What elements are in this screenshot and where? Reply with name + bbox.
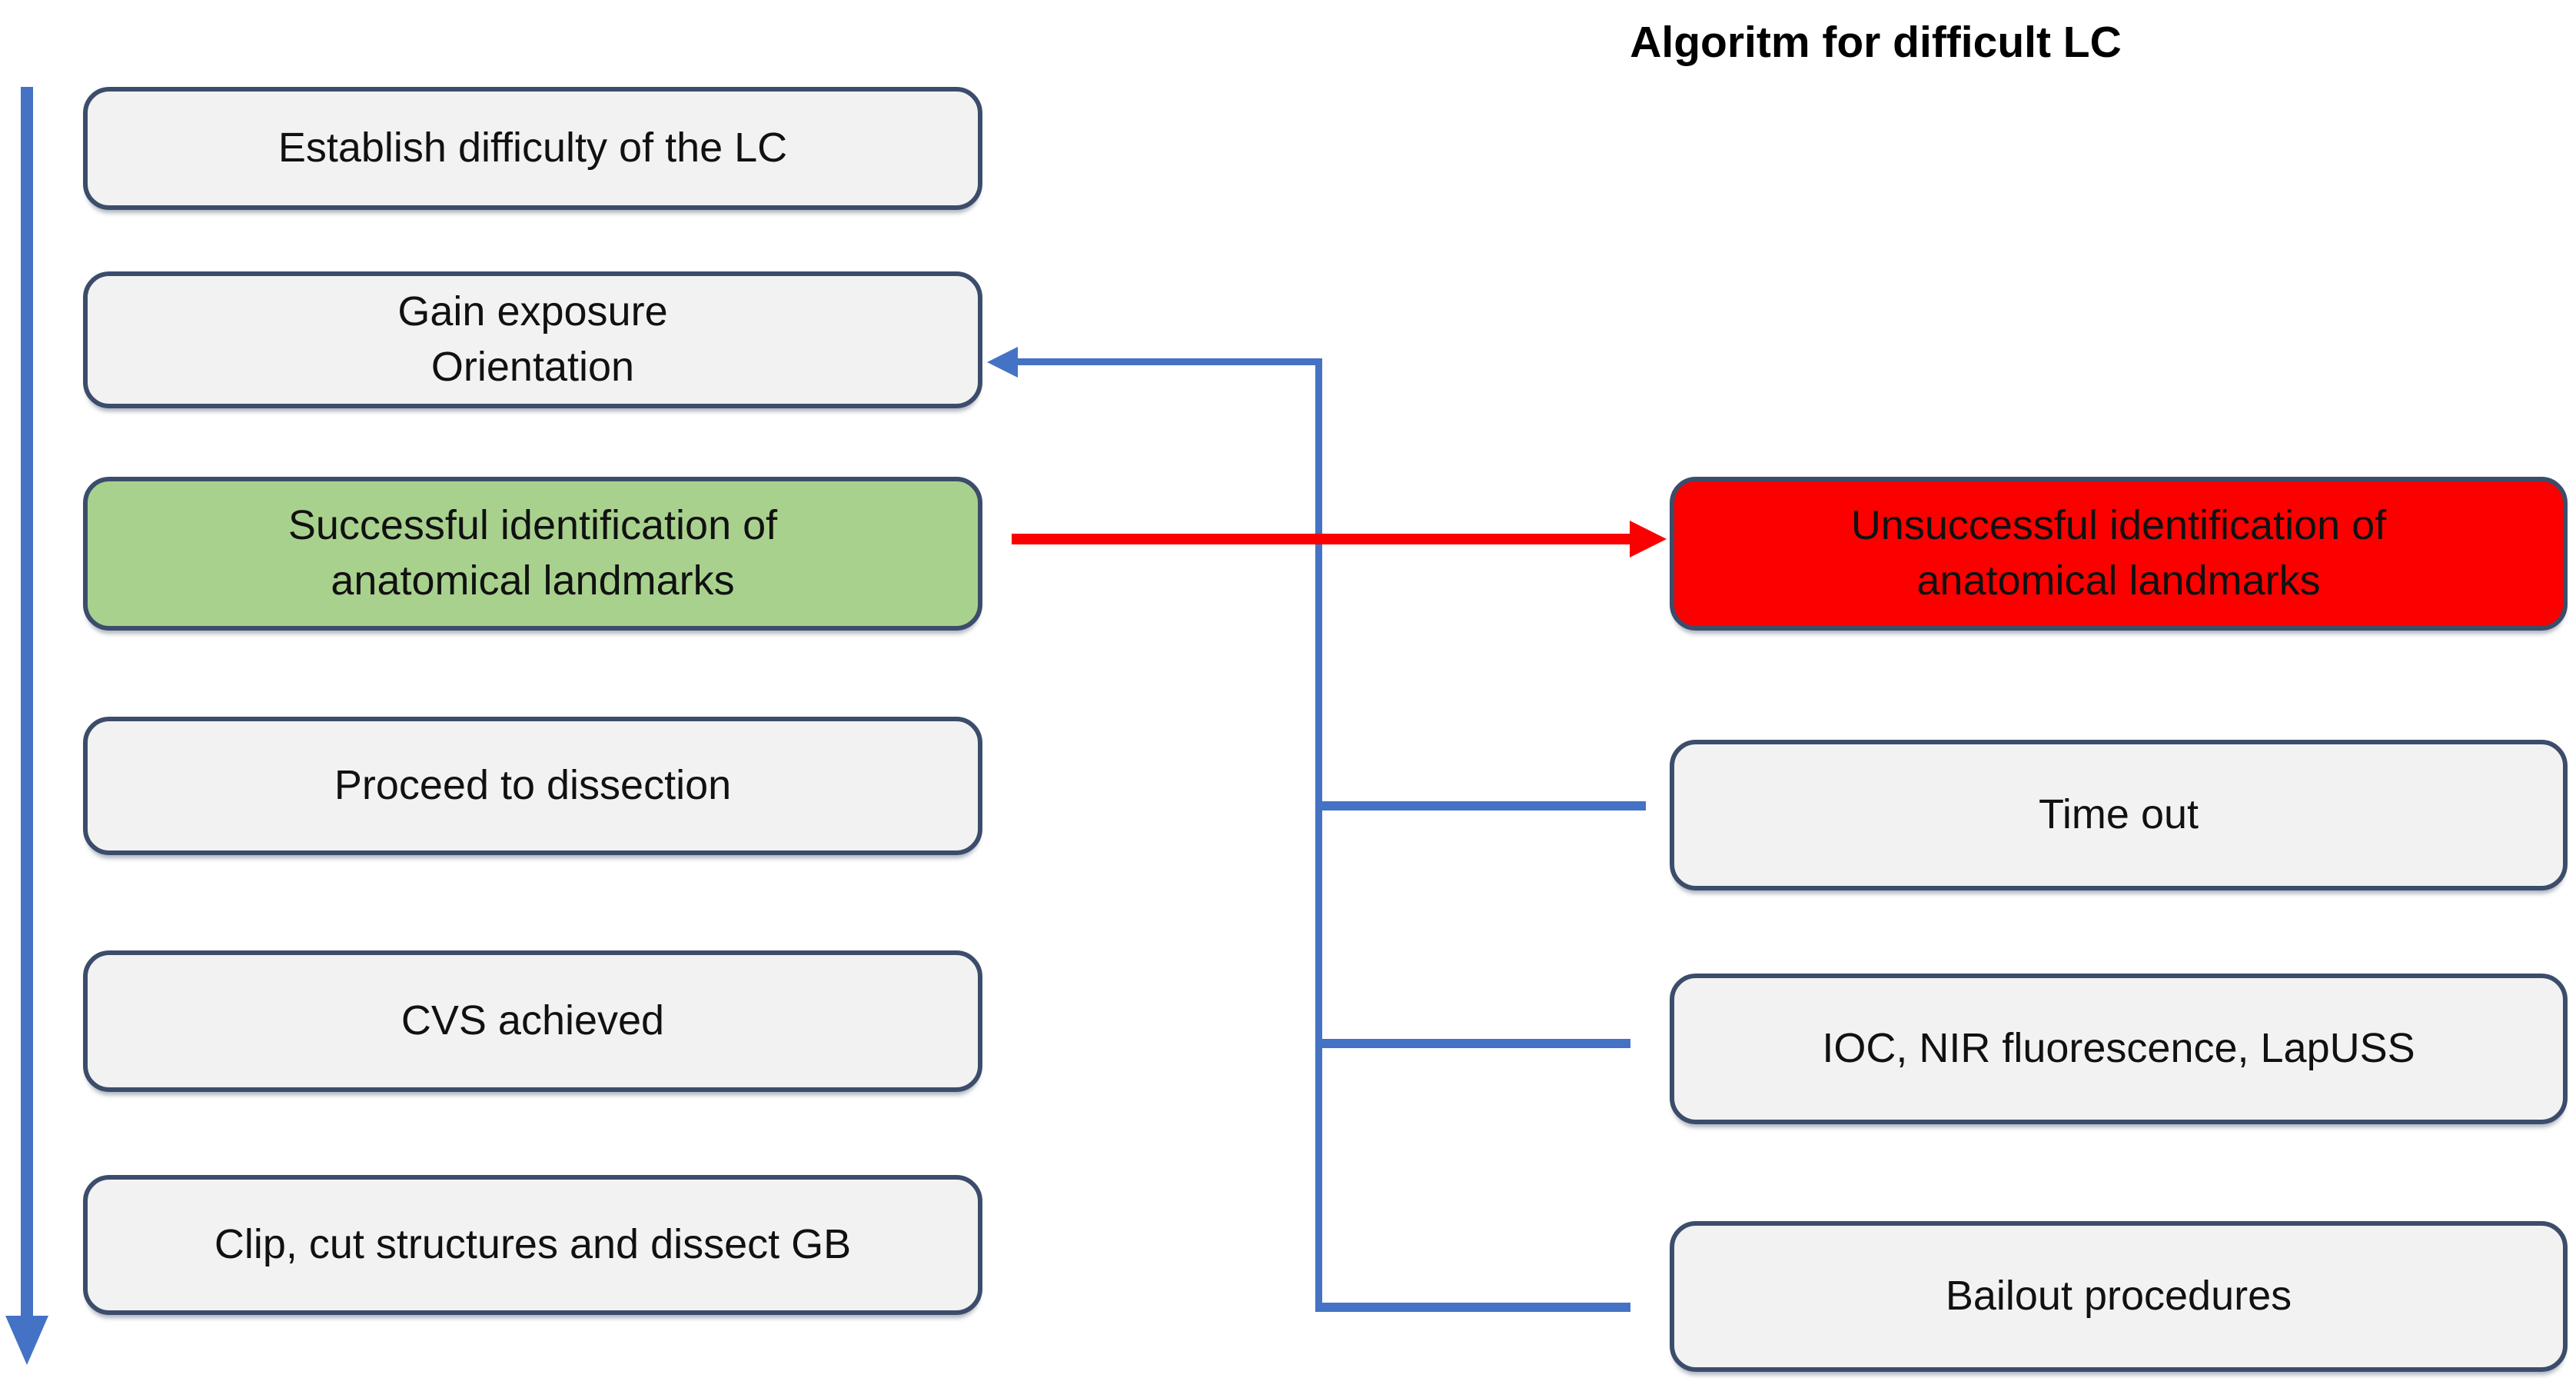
node-label: IOC, NIR fluorescence, LapUSS — [1822, 1025, 2415, 1072]
connector-to-gain-exposure-line — [1016, 358, 1318, 365]
node-bailout-procedures: Bailout procedures — [1670, 1221, 2568, 1372]
node-time-out: Time out — [1670, 740, 2568, 890]
right-arrowhead-icon — [1630, 521, 1667, 558]
node-label: Bailout procedures — [1945, 1273, 2292, 1320]
node-label: Time out — [2038, 791, 2199, 838]
node-label: Unsuccessful identification of anatomica… — [1850, 502, 2387, 604]
node-cvs-achieved: CVS achieved — [83, 950, 982, 1092]
connector-success-to-failure-line — [1012, 534, 1631, 544]
main-flow-arrow-line — [21, 87, 33, 1317]
node-label: Clip, cut structures and dissect GB — [214, 1221, 852, 1268]
connector-to-time-out-line — [1315, 801, 1646, 810]
diagram-title: Algoritm for difficult LC — [1630, 18, 2122, 67]
node-proceed-to-dissection: Proceed to dissection — [83, 717, 982, 855]
connector-to-bailout-line — [1315, 1303, 1630, 1312]
node-clip-cut-dissect: Clip, cut structures and dissect GB — [83, 1175, 982, 1315]
connector-vertical-line — [1315, 358, 1322, 1312]
down-arrowhead-icon — [5, 1316, 48, 1365]
node-label: CVS achieved — [401, 997, 665, 1044]
connector-to-ioc-line — [1315, 1039, 1630, 1048]
node-successful-identification: Successful identification of anatomical … — [83, 477, 982, 631]
node-ioc-nir-lapuss: IOC, NIR fluorescence, LapUSS — [1670, 974, 2568, 1124]
node-label: Gain exposure Orientation — [397, 288, 668, 390]
node-label: Proceed to dissection — [334, 762, 732, 809]
node-unsuccessful-identification: Unsuccessful identification of anatomica… — [1670, 477, 2568, 631]
left-arrowhead-icon — [987, 347, 1018, 378]
node-label: Successful identification of anatomical … — [288, 502, 778, 604]
node-gain-exposure-orientation: Gain exposure Orientation — [83, 271, 982, 408]
node-establish-difficulty: Establish difficulty of the LC — [83, 87, 982, 210]
node-label: Establish difficulty of the LC — [278, 125, 788, 171]
